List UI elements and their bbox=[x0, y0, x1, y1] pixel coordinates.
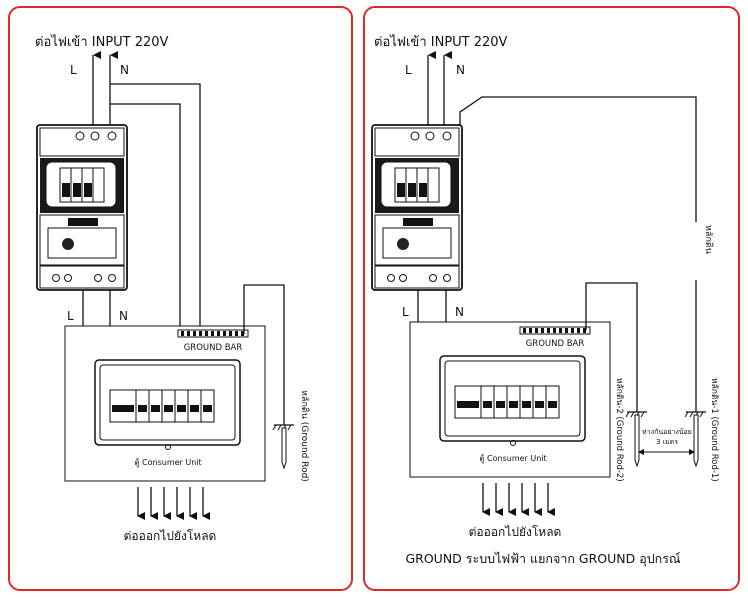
right-rod-2-label: หลักดิน-2 (Ground Rod-2) bbox=[614, 378, 624, 482]
left-line-L-label: L bbox=[70, 63, 77, 77]
right-ground-rod-1 bbox=[684, 411, 706, 468]
left-input-label: ต่อไฟเข้า INPUT 220V bbox=[35, 34, 169, 50]
right-line-N-label: N bbox=[456, 63, 465, 77]
left-consumer-unit-label: ตู้ Consumer Unit bbox=[134, 458, 201, 468]
right-rod-1-label: หลักดิน-1 (Ground Rod-1) bbox=[709, 378, 719, 482]
left-breaker bbox=[36, 124, 128, 291]
left-ground-bar-label: GROUND BAR bbox=[184, 343, 243, 353]
left-breaker-L-label: L bbox=[67, 309, 74, 323]
right-line-L-label: L bbox=[405, 63, 412, 77]
right-diagram: ต่อไฟเข้า INPUT 220V L N bbox=[371, 34, 719, 567]
right-breaker bbox=[371, 124, 463, 291]
left-consumer-unit: GROUND BAR ตู้ Cons bbox=[64, 325, 266, 482]
left-output-arrows bbox=[137, 487, 210, 520]
right-ground-rod-2 bbox=[625, 411, 647, 468]
right-breaker-N-label: N bbox=[455, 305, 464, 319]
right-ground-bar-label: GROUND BAR bbox=[526, 339, 585, 349]
left-ground-rod-label: หลักดิน (Ground Rod) bbox=[299, 390, 310, 482]
right-rod-top-label: หลักดิน bbox=[703, 225, 714, 254]
spacing-label-line1: ห่างกันอย่างน้อย bbox=[642, 428, 692, 436]
left-diagram: ต่อไฟเข้า INPUT 220V L N bbox=[35, 34, 310, 543]
left-line-N-label: N bbox=[120, 63, 129, 77]
left-output-label: ต่อออกไปยังโหลด bbox=[124, 529, 217, 543]
right-output-arrows bbox=[482, 483, 555, 516]
right-caption: GROUND ระบบไฟฟ้า แยกจาก GROUND อุปกรณ์ bbox=[405, 551, 680, 567]
right-breaker-L-label: L bbox=[402, 305, 409, 319]
left-breaker-N-label: N bbox=[119, 309, 128, 323]
right-output-label: ต่อออกไปยังโหลด bbox=[469, 525, 562, 539]
left-ground-rod bbox=[272, 424, 294, 470]
right-consumer-unit-label: ตู้ Consumer Unit bbox=[479, 454, 546, 464]
spacing-label-line2: 3 เมตร bbox=[656, 438, 678, 446]
right-consumer-unit: GROUND BAR ตู้ Cons bbox=[409, 321, 611, 478]
right-diagram-panel bbox=[363, 6, 740, 591]
right-input-label: ต่อไฟเข้า INPUT 220V bbox=[374, 34, 508, 50]
left-diagram-panel bbox=[8, 6, 353, 591]
